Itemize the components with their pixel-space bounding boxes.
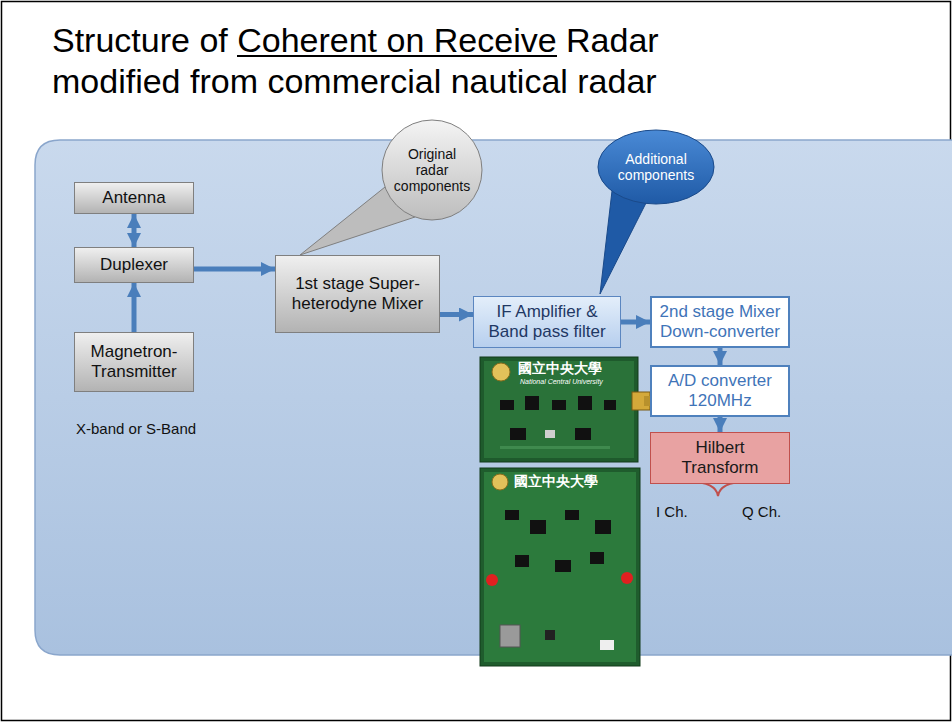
signal-arrow <box>718 348 723 365</box>
callout-ellipse <box>382 120 482 220</box>
pcb-photo <box>480 468 640 666</box>
signal-arrow <box>194 267 275 272</box>
channel-name: I Ch. <box>656 503 688 520</box>
process-box: Antenna <box>74 182 194 214</box>
process-box: Duplexer <box>74 247 194 283</box>
band-note: X-band or S-Band <box>76 420 196 437</box>
node-text: 1st stage Super-heterodyne Mixer <box>282 274 433 313</box>
callout-ellipse <box>598 130 714 204</box>
board-logo-text: National Central University <box>520 378 603 385</box>
node-text: Antenna <box>102 188 165 208</box>
node-text: A/D converter 120MHz <box>658 371 782 410</box>
node-text: Hilbert Transform <box>657 438 783 477</box>
pcb-photo <box>480 357 652 462</box>
node-text: Duplexer <box>100 255 168 275</box>
signal-arrow <box>132 283 137 332</box>
process-box: 1st stage Super-heterodyne Mixer <box>275 255 440 333</box>
node-text: IF Amplifier & Band pass filter <box>480 302 614 341</box>
system-panel <box>35 140 952 655</box>
callout-bubble: Original radar components <box>380 118 484 222</box>
node-text: Magnetron-Transmitter <box>81 342 187 381</box>
node-text: 2nd stage Mixer Down-converter <box>658 302 782 341</box>
board-logo-text: 國立中央大學 <box>514 473 598 491</box>
process-box: Magnetron-Transmitter <box>74 332 194 392</box>
signal-arrow <box>132 214 137 247</box>
process-box: 2nd stage Mixer Down-converter <box>650 296 790 348</box>
signal-arrow <box>621 320 650 325</box>
node-text: Additional components <box>608 151 704 183</box>
channel-name: Q Ch. <box>742 503 781 520</box>
signal-arrow <box>718 417 723 432</box>
callout-bubble: Additional components <box>596 128 716 206</box>
title-underline <box>237 55 556 57</box>
node-text: Original radar components <box>392 146 472 194</box>
process-box: A/D converter 120MHz <box>650 365 790 417</box>
process-box: IF Amplifier & Band pass filter <box>473 296 621 348</box>
board-logo-text: 國立中央大學 <box>518 360 602 378</box>
signal-arrow <box>440 312 473 317</box>
callout-tail <box>600 191 646 294</box>
process-box: Hilbert Transform <box>650 432 790 484</box>
slide-title: Structure of Coherent on Receive Radar m… <box>52 20 692 103</box>
